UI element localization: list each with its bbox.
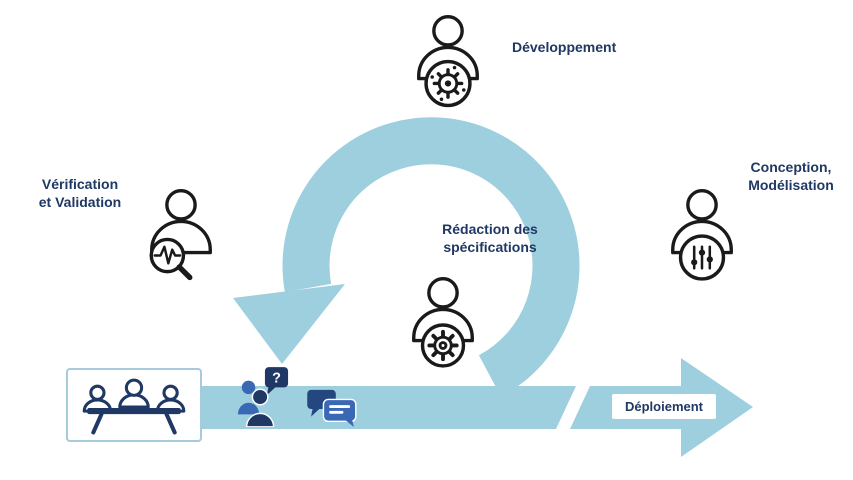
label-verification-validation: Vérification et Validation	[14, 176, 146, 212]
question-front-person-head	[251, 388, 269, 406]
label-verification-line1: Vérification	[41, 176, 119, 192]
question-bubble	[264, 367, 289, 388]
label-redaction-specifications: Rédaction des spécifications	[424, 221, 556, 257]
chat-bubbles-icon	[307, 389, 357, 428]
specification-person-icon	[412, 276, 474, 368]
developer-head	[432, 14, 464, 47]
conception-head	[686, 188, 718, 221]
question-front-person-body	[245, 412, 275, 427]
developer-person-icon	[417, 14, 479, 108]
meeting-right-person-head	[162, 384, 179, 401]
question-back-person-body	[237, 402, 260, 415]
question-mark: ?	[272, 371, 281, 387]
label-conception-line2: Modélisation	[748, 176, 834, 193]
meeting-box	[66, 368, 202, 442]
gear-icon	[420, 323, 466, 368]
sliders-icon	[678, 234, 726, 281]
magnifier-waveform-icon	[149, 237, 193, 281]
meeting-table-leg-left	[91, 412, 104, 435]
label-conception-line1: Conception,	[750, 159, 832, 175]
meeting-table-icon	[82, 378, 186, 435]
chat-text-line-2	[329, 410, 344, 414]
label-redaction-line1: Rédaction des	[442, 221, 538, 237]
question-person-icon: ?	[237, 367, 289, 427]
deployment-label-badge: Déploiement	[612, 394, 716, 419]
specification-head	[427, 276, 459, 309]
label-developpement: Développement	[512, 39, 662, 57]
verification-head	[165, 188, 197, 221]
iteration-loop-arrowhead	[233, 284, 345, 364]
label-verification-line2: et Validation	[38, 193, 122, 210]
chat-text-line-1	[329, 405, 351, 408]
meeting-center-person-head	[124, 378, 144, 397]
question-back-person-head	[241, 380, 256, 395]
circuit-gear-icon	[424, 59, 472, 108]
label-developpement-text: Développement	[512, 39, 617, 55]
meeting-table-leg-right	[164, 412, 177, 435]
chat-front-bubble	[322, 398, 357, 423]
meeting-left-person-head	[89, 384, 106, 401]
label-redaction-line2: spécifications	[443, 238, 537, 255]
deployment-label-text: Déploiement	[624, 399, 703, 414]
conception-person-icon	[671, 188, 733, 281]
meeting-table-top	[87, 408, 181, 415]
iteration-loop-arrow	[282, 117, 580, 397]
verification-person-icon	[149, 188, 212, 281]
label-conception-modelisation: Conception, Modélisation	[729, 159, 853, 195]
